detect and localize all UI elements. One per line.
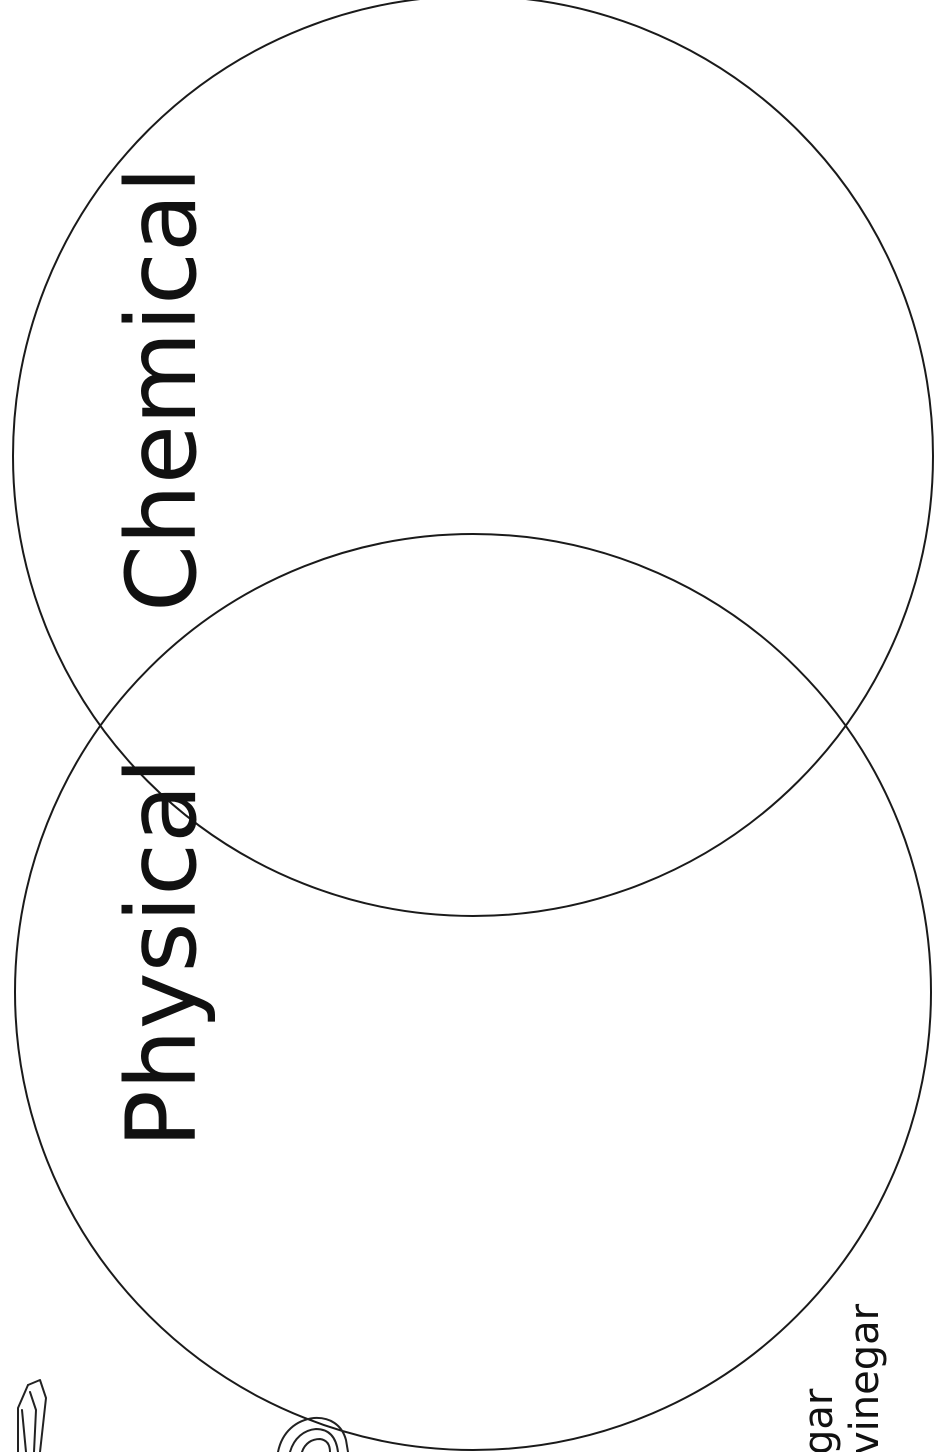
chemical-label: Chemical xyxy=(106,167,218,612)
cropped-text-line2: vinegar xyxy=(842,1303,888,1452)
physical-label: Physical xyxy=(106,757,218,1148)
cropped-text-line1: gar xyxy=(796,1388,842,1452)
shell-sketch-icon xyxy=(278,1418,348,1452)
crystal-sketch-icon xyxy=(18,1380,46,1452)
